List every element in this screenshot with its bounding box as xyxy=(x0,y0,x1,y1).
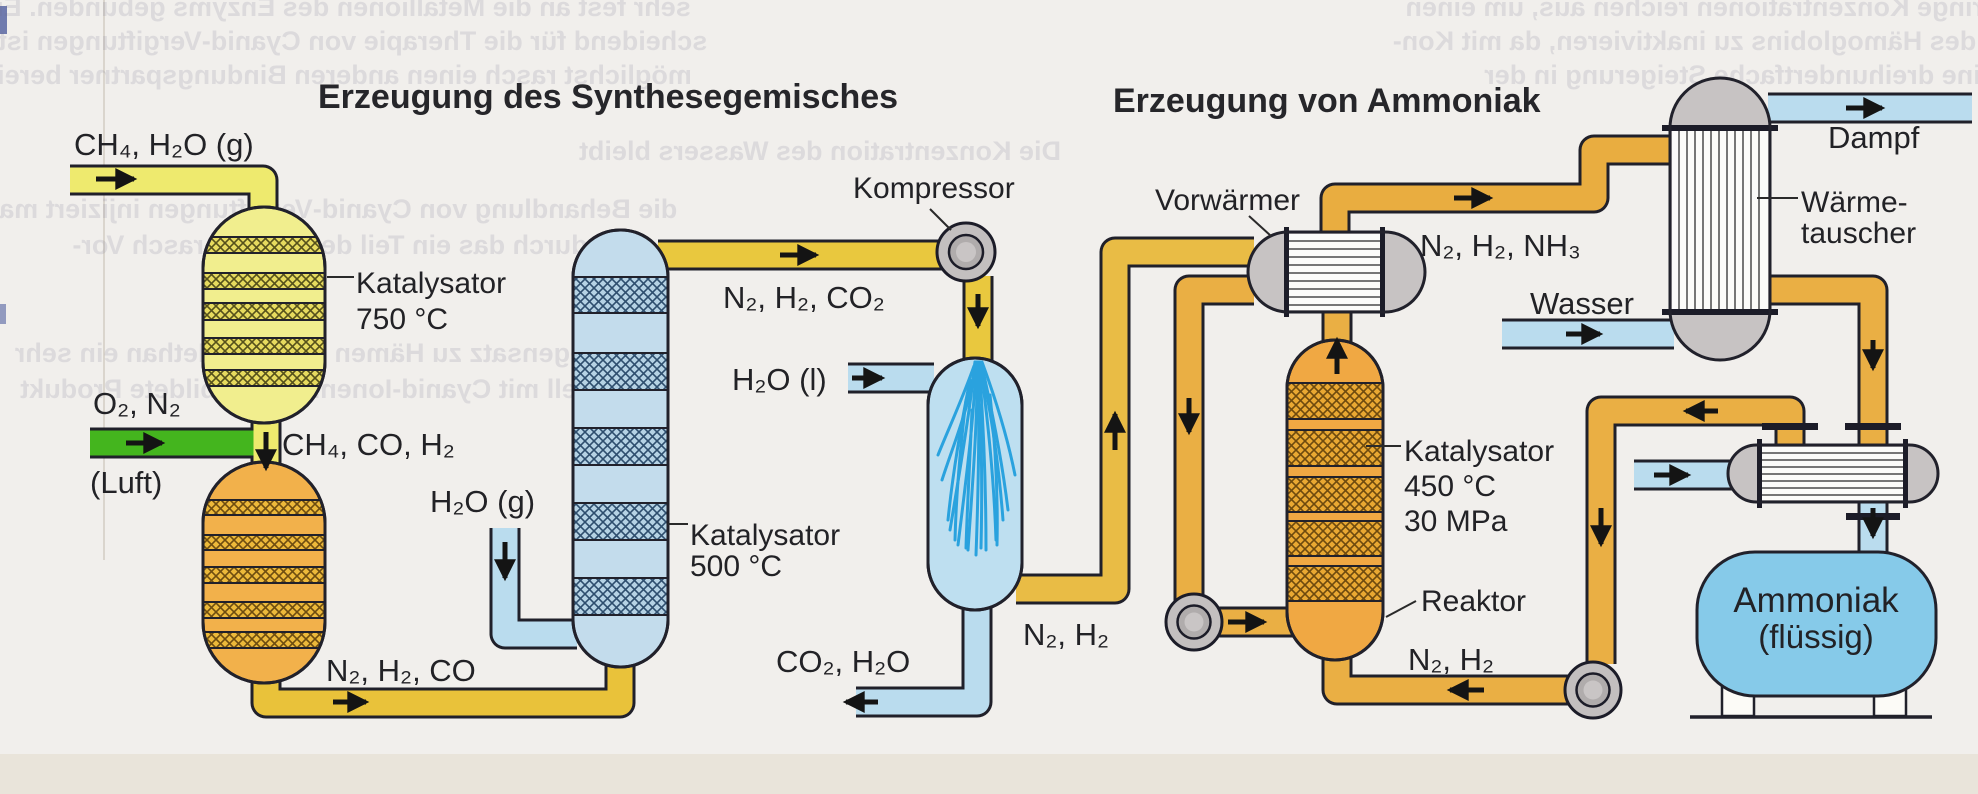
label-oxygen-nitrogen: O₂, N₂ xyxy=(93,386,181,421)
label-n2-h2-nh3: N₂, H₂, NH₃ xyxy=(1420,228,1581,263)
catalyst-beds-450 xyxy=(1287,382,1383,602)
label-n2-h2-co: N₂, H₂, CO xyxy=(326,653,476,688)
section-title-syngas: Erzeugung des Synthesegemisches xyxy=(318,78,898,116)
label-catalyst-450-3: 30 MPa xyxy=(1404,505,1508,538)
preheater-exchanger xyxy=(1246,227,1427,317)
page-edge-mark xyxy=(0,6,7,34)
ghost-line: sehr fest an die Metallionen des Enzyms … xyxy=(0,0,691,22)
shift-converter-vessel xyxy=(571,228,670,669)
primary-reformer-vessel xyxy=(201,205,327,425)
pipe-product-gas xyxy=(1322,137,1674,237)
ammonia-reactor-vessel xyxy=(1285,338,1385,662)
pipe-co2-waste-out xyxy=(856,604,990,715)
page-bottom-edge xyxy=(0,754,1978,794)
label-catalyst-750-1: Katalysator xyxy=(356,267,506,300)
ghost-line: großen Teil des Hämoglobins zu inaktivie… xyxy=(1393,26,1978,56)
catalyst-beds-500 xyxy=(573,276,668,616)
ghost-line: Im Gegensatz zu Hämen reagiert Methan ei… xyxy=(14,338,645,368)
heat-exchanger-vertical xyxy=(1662,76,1778,362)
condenser-tubes xyxy=(1760,452,1904,496)
exchanger-tubes xyxy=(1678,130,1760,310)
label-ammonia-liquid-1: Ammoniak xyxy=(1733,581,1899,620)
flange-left xyxy=(1762,423,1818,430)
label-pointer-lines xyxy=(327,197,1798,618)
label-methane-steam-feed: CH₄, H₂O (g) xyxy=(74,127,254,162)
ghost-line: schnell mit Cyanid-Ionen. Das gebildete … xyxy=(20,374,640,404)
ghost-line: Schon geringe Konzentrationen reichen au… xyxy=(1405,0,1978,22)
ghost-line: scheidend für die Therapie von Cyanid-Ve… xyxy=(0,26,707,56)
water-spray xyxy=(936,360,1017,557)
label-catalyst-750-2: 750 °C xyxy=(356,303,448,336)
flow-arrows xyxy=(96,96,1886,714)
catalyst-beds-750 xyxy=(203,236,325,387)
compressor-feed xyxy=(1164,592,1224,652)
label-n2-h2-scrubbed: N₂, H₂ xyxy=(1023,617,1109,652)
label-heat-exchanger-1: Wärme- xyxy=(1801,186,1908,219)
label-ch4-co-h2: CH₄, CO, H₂ xyxy=(282,427,455,462)
co2-scrubber-vessel xyxy=(926,356,1024,612)
label-n2-h2-recycle: N₂, H₂ xyxy=(1408,642,1494,677)
ghost-line: durch das ein Teil des Eisens rasch Vor- xyxy=(72,230,587,260)
label-ammonia-liquid-2: (flüssig) xyxy=(1758,618,1874,655)
preheater-tubes xyxy=(1288,240,1382,306)
label-steam-gas: H₂O (g) xyxy=(430,484,535,519)
ghost-line: die Behandlung von Cyanid-Vergiftungen i… xyxy=(0,194,677,224)
secondary-reformer-vessel xyxy=(201,460,327,685)
label-reactor: Reaktor xyxy=(1421,585,1526,618)
pipe-preheater-to-compressor xyxy=(1176,277,1254,604)
compressor-main xyxy=(935,221,997,283)
label-water-in: Wasser xyxy=(1530,286,1634,321)
label-catalyst-450-1: Katalysator xyxy=(1404,435,1554,468)
compressor-recycle xyxy=(1563,660,1623,720)
ghost-bleedthrough-text: sehr fest an die Metallionen des Enzyms … xyxy=(0,0,1978,404)
ammonia-tank xyxy=(1690,550,1938,719)
label-catalyst-500-2: 500 °C xyxy=(690,550,782,583)
label-preheater: Vorwärmer xyxy=(1155,184,1300,217)
flange-right xyxy=(1845,423,1901,430)
label-water-liquid: H₂O (l) xyxy=(732,362,827,397)
label-catalyst-450-2: 450 °C xyxy=(1404,470,1496,503)
label-heat-exchanger-2: tauscher xyxy=(1801,217,1916,250)
label-air: (Luft) xyxy=(90,465,162,500)
label-n2-h2-co2: N₂, H₂, CO₂ xyxy=(723,280,885,315)
pipe-exchanger-to-condenser xyxy=(1766,277,1886,444)
label-compressor: Kompressor xyxy=(853,172,1015,205)
ghost-line: Die Konzentration des Wassers bleibt xyxy=(579,136,1061,166)
label-steam-out: Dampf xyxy=(1828,120,1920,155)
catalyst-beds-secondary xyxy=(203,499,325,649)
condenser-exchanger xyxy=(1726,423,1940,520)
ghost-line: möglichst rasch einen anderen Bindungspa… xyxy=(0,60,692,90)
page-edge-mark xyxy=(0,304,6,324)
label-co2-h2o-out: CO₂, H₂O xyxy=(776,644,910,679)
section-title-ammonia: Erzeugung von Ammoniak xyxy=(1113,82,1541,120)
label-catalyst-500-1: Katalysator xyxy=(690,519,840,552)
